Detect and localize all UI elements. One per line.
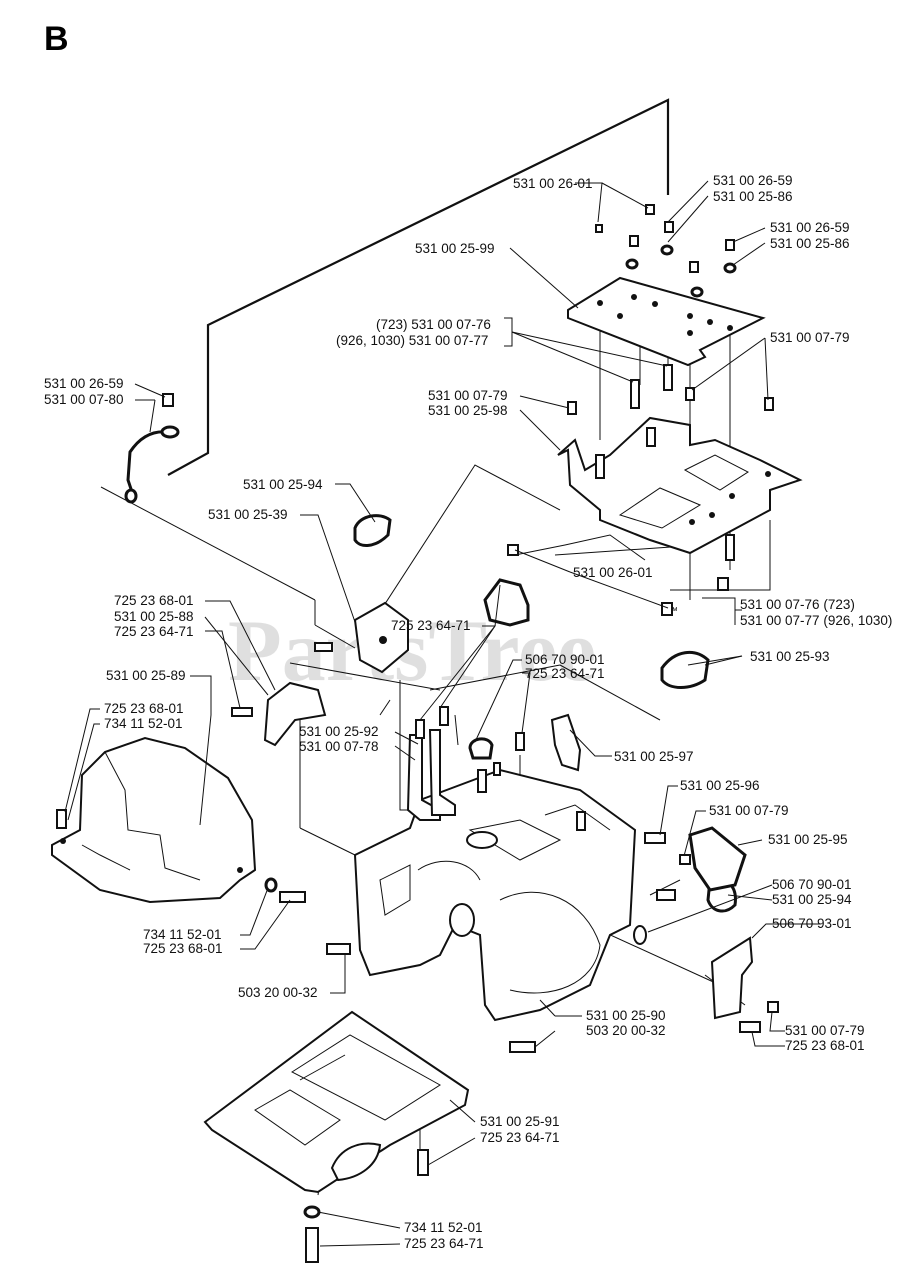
callout-label: 531 00 25-93 <box>750 649 830 664</box>
callout-label: 531 00 25-39 <box>208 507 288 522</box>
lifting-eye <box>124 393 180 504</box>
callout-label: 734 11 52-01 <box>143 927 222 942</box>
callout-labels: 531 00 26-01 531 00 26-59 531 00 25-86 5… <box>44 173 892 1251</box>
callout-label: 734 11 52-01 <box>404 1220 483 1235</box>
belt-guard-cover <box>51 736 257 904</box>
callout-label: 531 00 07-76 (723) <box>740 597 855 612</box>
callout-label: 725 23 68-01 <box>143 941 223 956</box>
callout-label: 531 00 07-80 <box>44 392 124 407</box>
callout-label: 531 00 26-59 <box>44 376 124 391</box>
lower-mount-bracket <box>557 416 803 555</box>
callout-label: 531 00 25-90 <box>586 1008 666 1023</box>
section-letter: B <box>44 20 69 58</box>
callout-label: 725 23 68-01 <box>104 701 184 716</box>
callout-label: 531 00 07-78 <box>299 739 379 754</box>
callout-label: 531 00 25-94 <box>772 892 852 907</box>
callout-label: 725 23 64-71 <box>404 1236 484 1251</box>
top-mount-plate <box>567 276 766 367</box>
callout-label: 503 20 00-32 <box>586 1023 666 1038</box>
callout-label: 531 00 07-79 <box>770 330 850 345</box>
bracket-88 <box>263 681 327 747</box>
cap-plug <box>468 737 647 945</box>
callout-label: 725 23 64-71 <box>114 624 194 639</box>
callout-label: 506 70 93-01 <box>772 916 852 931</box>
callout-label: 531 00 25-96 <box>680 778 760 793</box>
callout-label: 531 00 25-89 <box>106 668 186 683</box>
callout-label: (926, 1030) 531 00 07-77 <box>336 333 488 348</box>
callout-label: 725 23 68-01 <box>785 1038 865 1053</box>
callout-label: 531 00 25-92 <box>299 724 379 739</box>
mounting-studs <box>507 204 774 616</box>
callout-label: 531 00 26-59 <box>713 173 793 188</box>
bracket-97 <box>550 713 582 772</box>
callout-label: 531 00 25-98 <box>428 403 508 418</box>
callout-label: 531 00 25-88 <box>114 609 194 624</box>
chassis-frame <box>353 768 637 1022</box>
callout-label: 531 00 25-91 <box>480 1114 560 1129</box>
bottom-guard-plate <box>203 1010 470 1194</box>
callout-label: 531 00 07-79 <box>785 1023 865 1038</box>
callout-label: 531 00 26-59 <box>770 220 850 235</box>
callout-label: 725 23 64-71 <box>525 666 605 681</box>
callout-label: 725 23 64-71 <box>391 618 471 633</box>
callout-label: 531 00 25-99 <box>415 241 495 256</box>
callout-label: 734 11 52-01 <box>104 716 183 731</box>
bracket-95 <box>688 826 747 892</box>
callout-label: 503 20 00-32 <box>238 985 318 1000</box>
callout-label: 531 00 25-86 <box>713 189 793 204</box>
callout-label: 506 70 90-01 <box>525 652 605 667</box>
callout-label: 531 00 25-97 <box>614 749 694 764</box>
engine-bracket-39 <box>353 601 409 674</box>
callout-label: 725 23 64-71 <box>480 1130 560 1145</box>
callout-label: 531 00 07-79 <box>428 388 508 403</box>
callout-label: 725 23 68-01 <box>114 593 194 608</box>
callout-label: 506 70 90-01 <box>772 877 852 892</box>
fasteners <box>56 642 779 1263</box>
callout-label: (723) 531 00 07-76 <box>376 317 491 332</box>
callout-label: 531 00 25-86 <box>770 236 850 251</box>
callout-label: 531 00 26-01 <box>513 176 593 191</box>
bracket-92 <box>406 729 456 821</box>
callout-label: 531 00 07-77 (926, 1030) <box>740 613 892 628</box>
callout-label: 531 00 26-01 <box>573 565 653 580</box>
bracket-94-right <box>710 936 754 1020</box>
callout-label: 531 00 25-94 <box>243 477 323 492</box>
leader-lines <box>64 180 820 1247</box>
callout-label: 531 00 07-79 <box>709 803 789 818</box>
callout-label: 531 00 25-95 <box>768 832 848 847</box>
